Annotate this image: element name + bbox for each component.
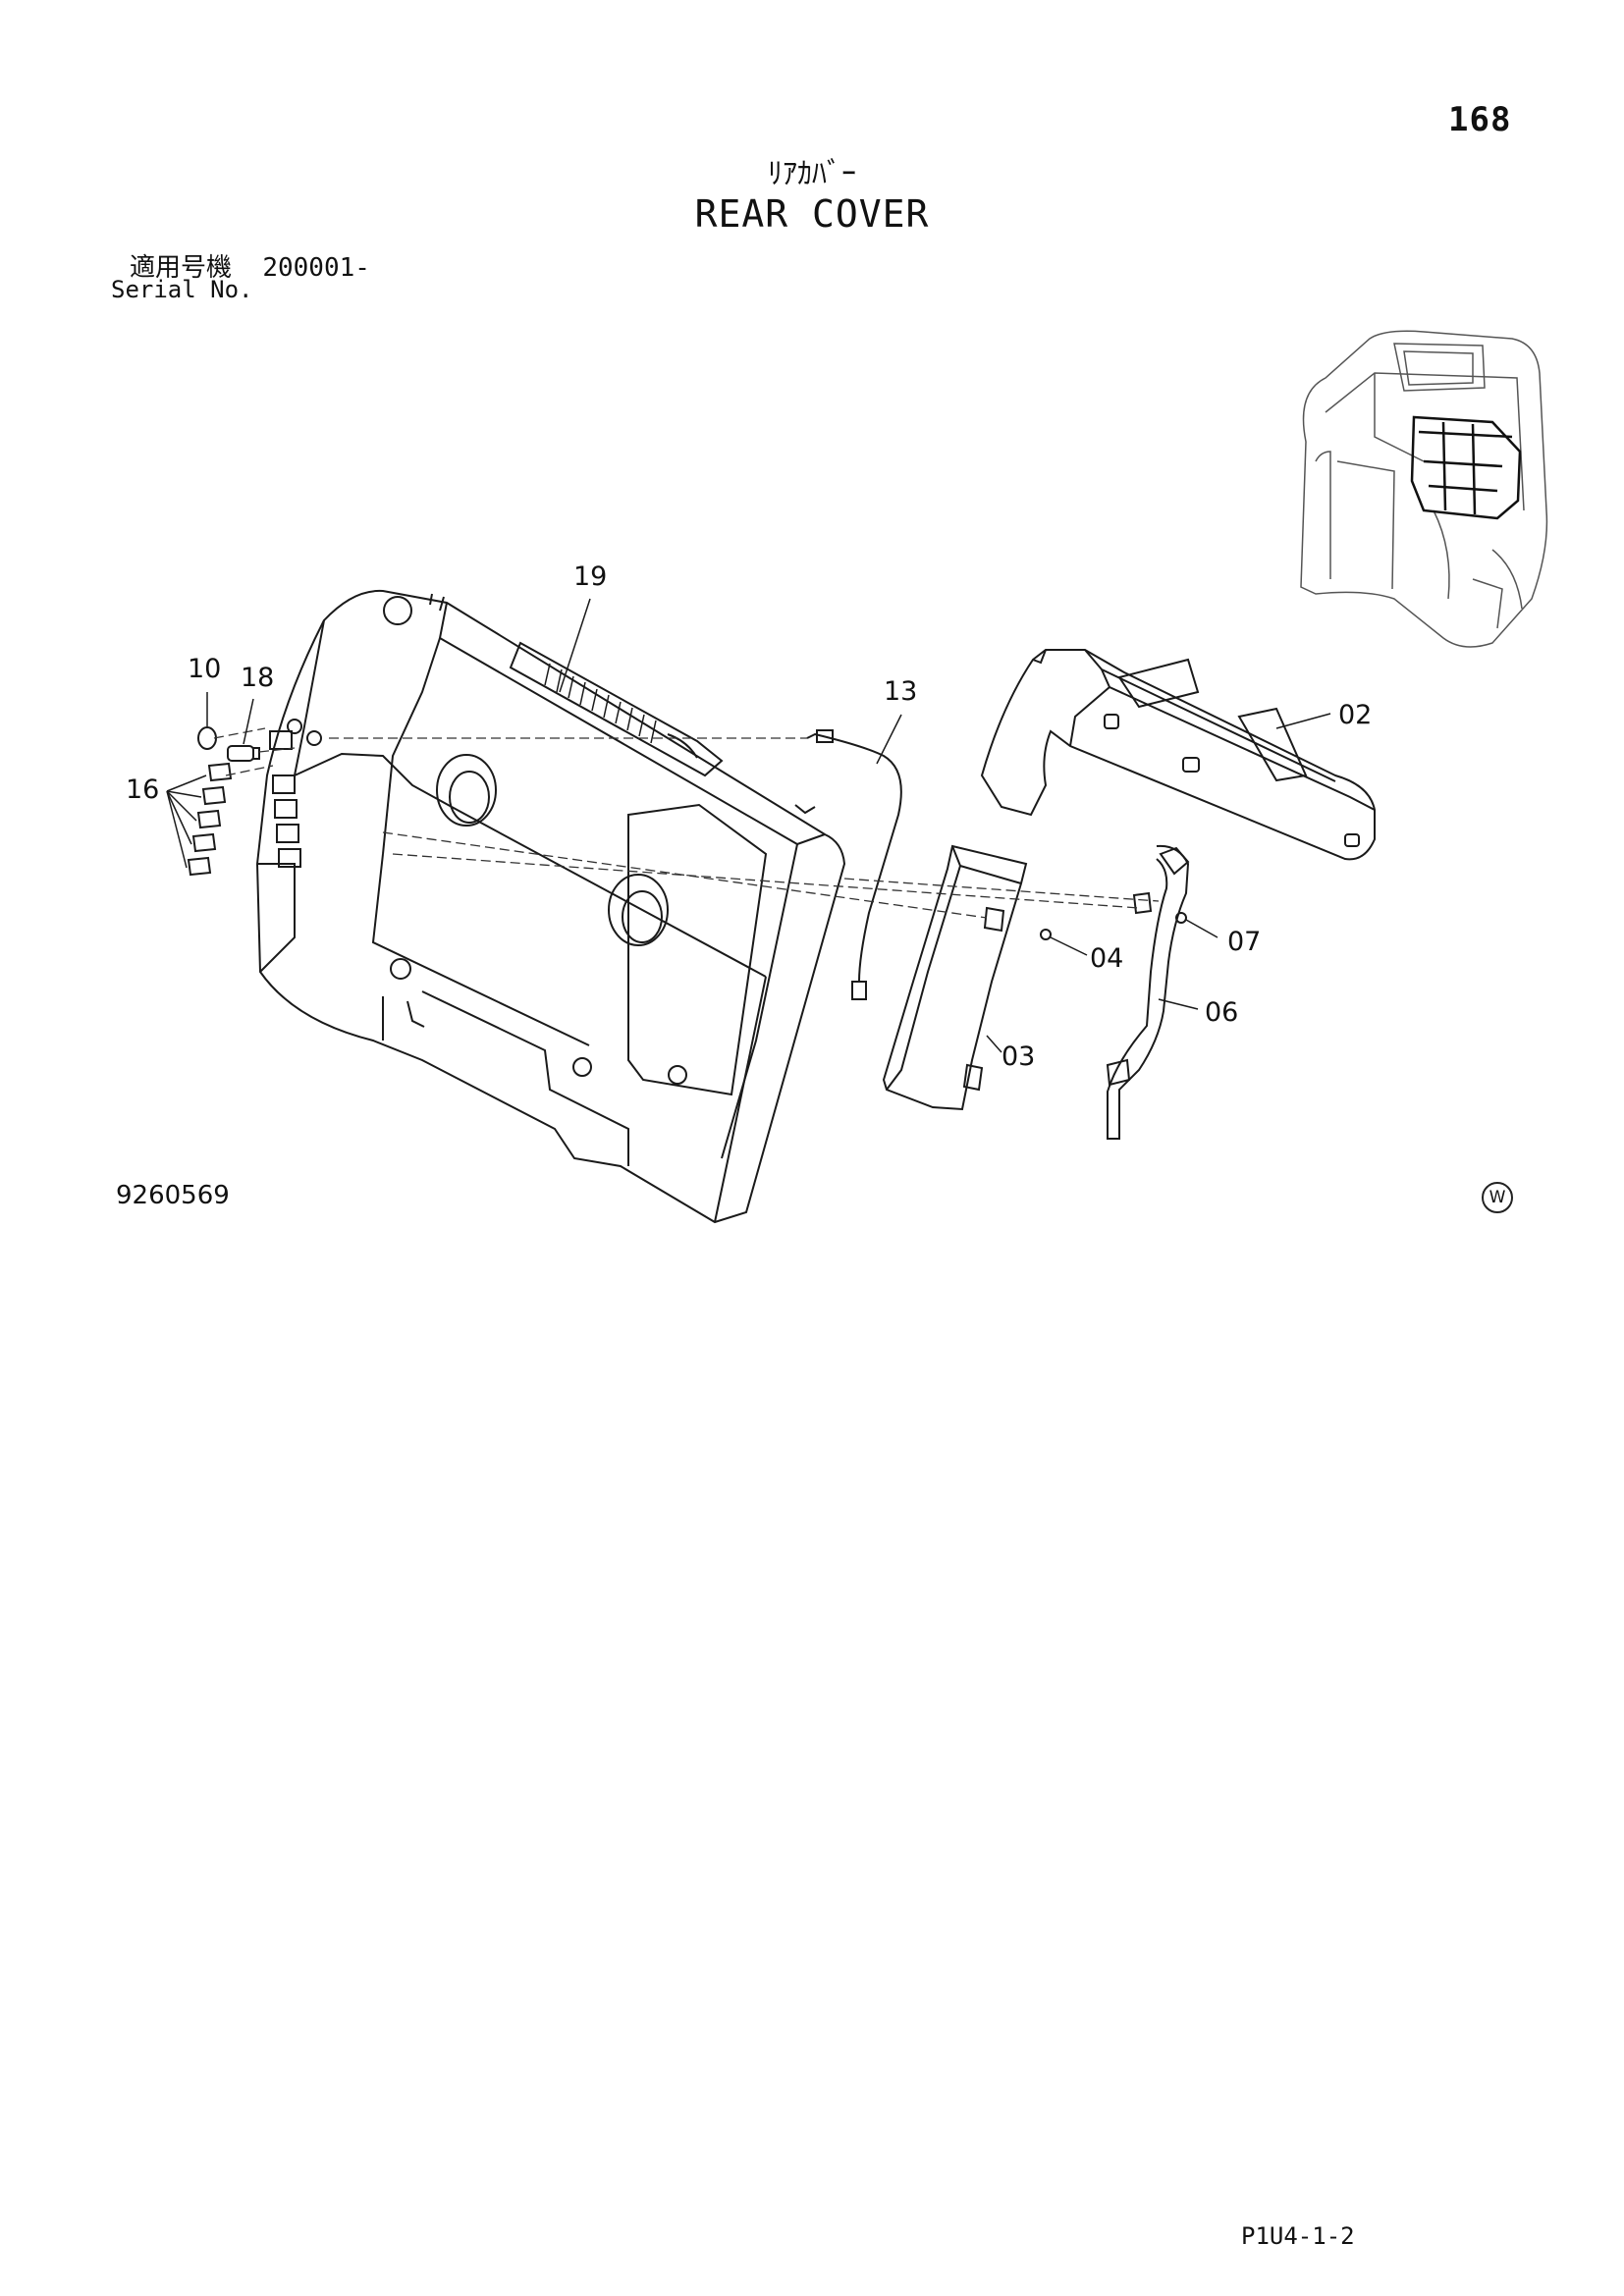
leader-lines (166, 598, 1331, 1053)
cover-02 (980, 649, 1376, 861)
speaker-hole-left (436, 754, 497, 827)
assembly-lines (213, 727, 1160, 919)
callout-13: 13 (884, 676, 917, 707)
page-number: 168 (1448, 100, 1512, 139)
drawing-number: 9260569 (116, 1181, 230, 1210)
title-english: REAR COVER (694, 192, 930, 236)
plug-18 (227, 745, 260, 762)
switch-covers-16 (187, 762, 233, 877)
inset-rear-cover-highlight (1410, 415, 1522, 520)
serial-range: 200001- (262, 253, 370, 283)
callout-06: 06 (1205, 997, 1238, 1028)
title-japanese: ﾘｱｶﾊﾞｰ (768, 157, 856, 191)
callout-03: 03 (1001, 1041, 1035, 1072)
callout-18: 18 (241, 663, 274, 693)
serial-label-en: Serial No. (111, 276, 253, 303)
serial-label-jp: 適用号機 200001- (130, 247, 370, 284)
nut-07 (1175, 912, 1187, 924)
callouts: 19 10 18 16 13 02 07 04 06 03 (126, 561, 1372, 1072)
callout-16: 16 (126, 774, 159, 805)
callout-07: 07 (1227, 927, 1261, 957)
nut-04 (1040, 929, 1052, 940)
callout-04: 04 (1090, 943, 1123, 974)
duct-06 (1106, 844, 1190, 1140)
footer-code: P1U4-1-2 (1241, 2222, 1355, 2250)
switch-bank (269, 719, 322, 868)
serial-jp-text: 適用号機 (130, 253, 233, 283)
cab-location-inset (1300, 330, 1548, 648)
callout-10: 10 (188, 654, 221, 684)
cover-03 (882, 844, 1028, 1111)
callout-02: 02 (1338, 700, 1372, 730)
exploded-diagram: 19 10 18 16 13 02 07 04 06 03 (126, 330, 1548, 1224)
rear-cover-panel (255, 589, 846, 1224)
harness-13 (806, 729, 902, 1000)
corner-mark-circled: W (1482, 1182, 1513, 1213)
speaker-hole-right (608, 874, 669, 946)
cap-10 (197, 726, 217, 750)
callout-19: 19 (573, 561, 607, 592)
